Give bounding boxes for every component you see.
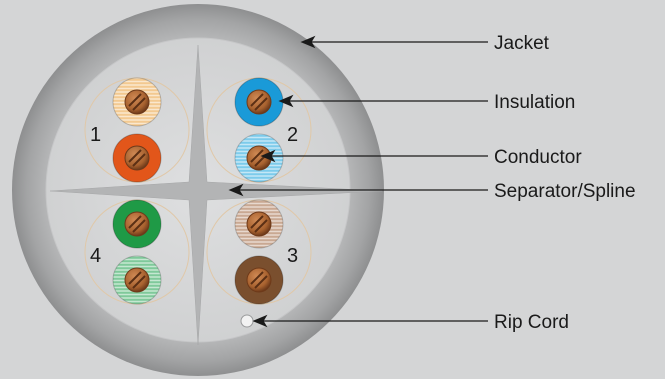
pair-4-striped-strand [128,271,146,289]
leader-lines [228,35,488,328]
label-insulation: Insulation [494,92,575,113]
pair-number-1: 1 [90,124,101,146]
pair-2-solid-conductor [246,89,272,115]
separator-spline [49,44,383,346]
arrow-conductor-icon [260,149,276,163]
pair-1-striped-strand [128,93,146,111]
pair-4-striped-outline [112,255,162,305]
label-conductor: Conductor [494,147,582,168]
pair-4-solid-conductor [124,211,150,237]
rip-cord [240,314,254,328]
pair-1-striped-outline [112,77,162,127]
pair-number-2: 2 [287,124,298,146]
pair-1-solid-conductor [124,145,150,171]
pair-3-solid-conductor [246,267,272,293]
arrow-rip-cord-icon [252,314,268,328]
arrow-separator-icon [228,183,244,197]
pair-4-solid-strand [128,215,146,233]
arrow-insulation-icon [278,94,294,108]
wire-group [112,77,284,305]
label-rip-cord: Rip Cord [494,312,569,333]
arrow-jacket-icon [300,35,316,49]
pair-number-3: 3 [287,245,298,267]
pair-3-solid-strand [250,271,268,289]
label-separator: Separator/Spline [494,181,636,202]
pair-1-solid-strand [128,149,146,167]
pair-2-striped-outline [234,133,284,183]
pair-4-striped-conductor [124,267,150,293]
pair-2-solid-strand [250,93,268,111]
label-jacket: Jacket [494,33,550,54]
pair-number-4: 4 [90,245,101,267]
pair-3-striped-strand [250,215,268,233]
pair-3-striped-outline [234,199,284,249]
pair-3-striped-conductor [246,211,272,237]
pair-1-striped-conductor [124,89,150,115]
